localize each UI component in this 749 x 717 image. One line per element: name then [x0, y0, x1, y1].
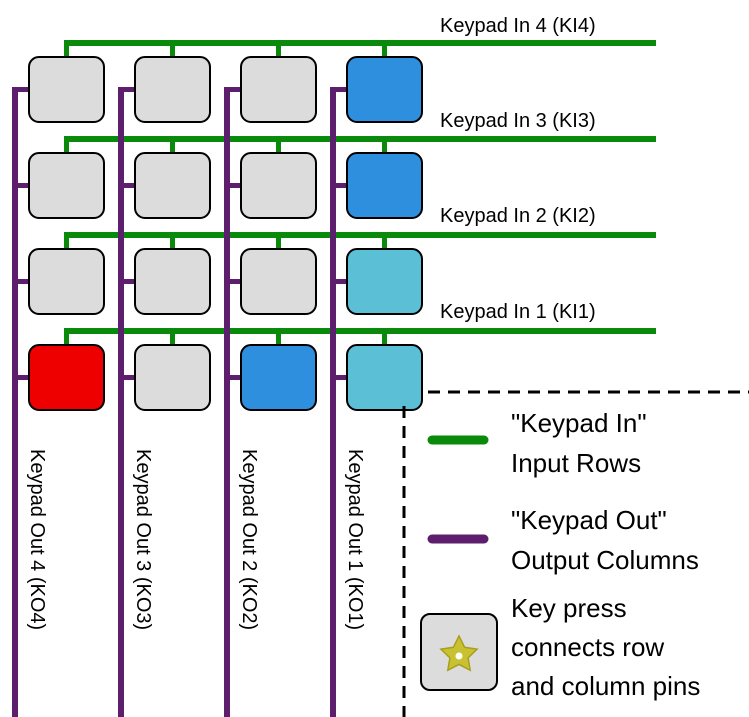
- legend: "Keypad In" Input Rows "Keypad Out" Outp…: [402, 390, 749, 717]
- key-ki1-ko3: [134, 344, 211, 411]
- legend-output-columns-line2: Output Columns: [511, 545, 699, 575]
- column-label-ko2: Keypad Out 2 (KO2): [238, 449, 260, 630]
- key-ki3-ko3: [134, 152, 211, 219]
- column-label-ko3: Keypad Out 3 (KO3): [132, 449, 154, 630]
- row-label-ki4: Keypad In 4 (KI4): [440, 15, 596, 37]
- row-drops: [64, 43, 387, 345]
- row-label-ki3: Keypad In 3 (KI3): [440, 110, 596, 132]
- key-ki4-ko1: [346, 56, 423, 123]
- key-ki3-ko1: [346, 152, 423, 219]
- legend-output-columns-line1: "Keypad Out": [511, 505, 667, 535]
- legend-key-press-line3: and column pins: [511, 671, 700, 701]
- row-lines: [64, 40, 656, 334]
- key-ki2-ko1: [346, 248, 423, 315]
- legend-key-press-line2: connects row: [511, 632, 664, 662]
- row-label-ki1: Keypad In 1 (KI1): [440, 301, 596, 323]
- column-lines: [12, 87, 336, 717]
- keys: [28, 56, 423, 411]
- legend-key-press-line1: Key press: [511, 593, 627, 623]
- key-ki4-ko3: [134, 56, 211, 123]
- row-label-ki2: Keypad In 2 (KI2): [440, 205, 596, 227]
- star-center-icon: [455, 652, 463, 660]
- key-ki2-ko2: [240, 248, 317, 315]
- key-ki2-ko3: [134, 248, 211, 315]
- key-ki1-ko4: [28, 344, 105, 411]
- legend-border: [402, 390, 749, 717]
- key-ki1-ko1: [346, 344, 423, 411]
- column-label-ko1: Keypad Out 1 (KO1): [344, 449, 366, 630]
- key-ki1-ko2: [240, 344, 317, 411]
- legend-input-rows-line1: "Keypad In": [511, 408, 647, 438]
- key-ki4-ko4: [28, 56, 105, 123]
- key-ki3-ko4: [28, 152, 105, 219]
- column-label-ko4: Keypad Out 4 (KO4): [26, 449, 48, 630]
- key-ki4-ko2: [240, 56, 317, 123]
- key-ki2-ko4: [28, 248, 105, 315]
- column-stubs: [15, 87, 347, 380]
- key-ki3-ko2: [240, 152, 317, 219]
- legend-input-rows-line2: Input Rows: [511, 448, 641, 478]
